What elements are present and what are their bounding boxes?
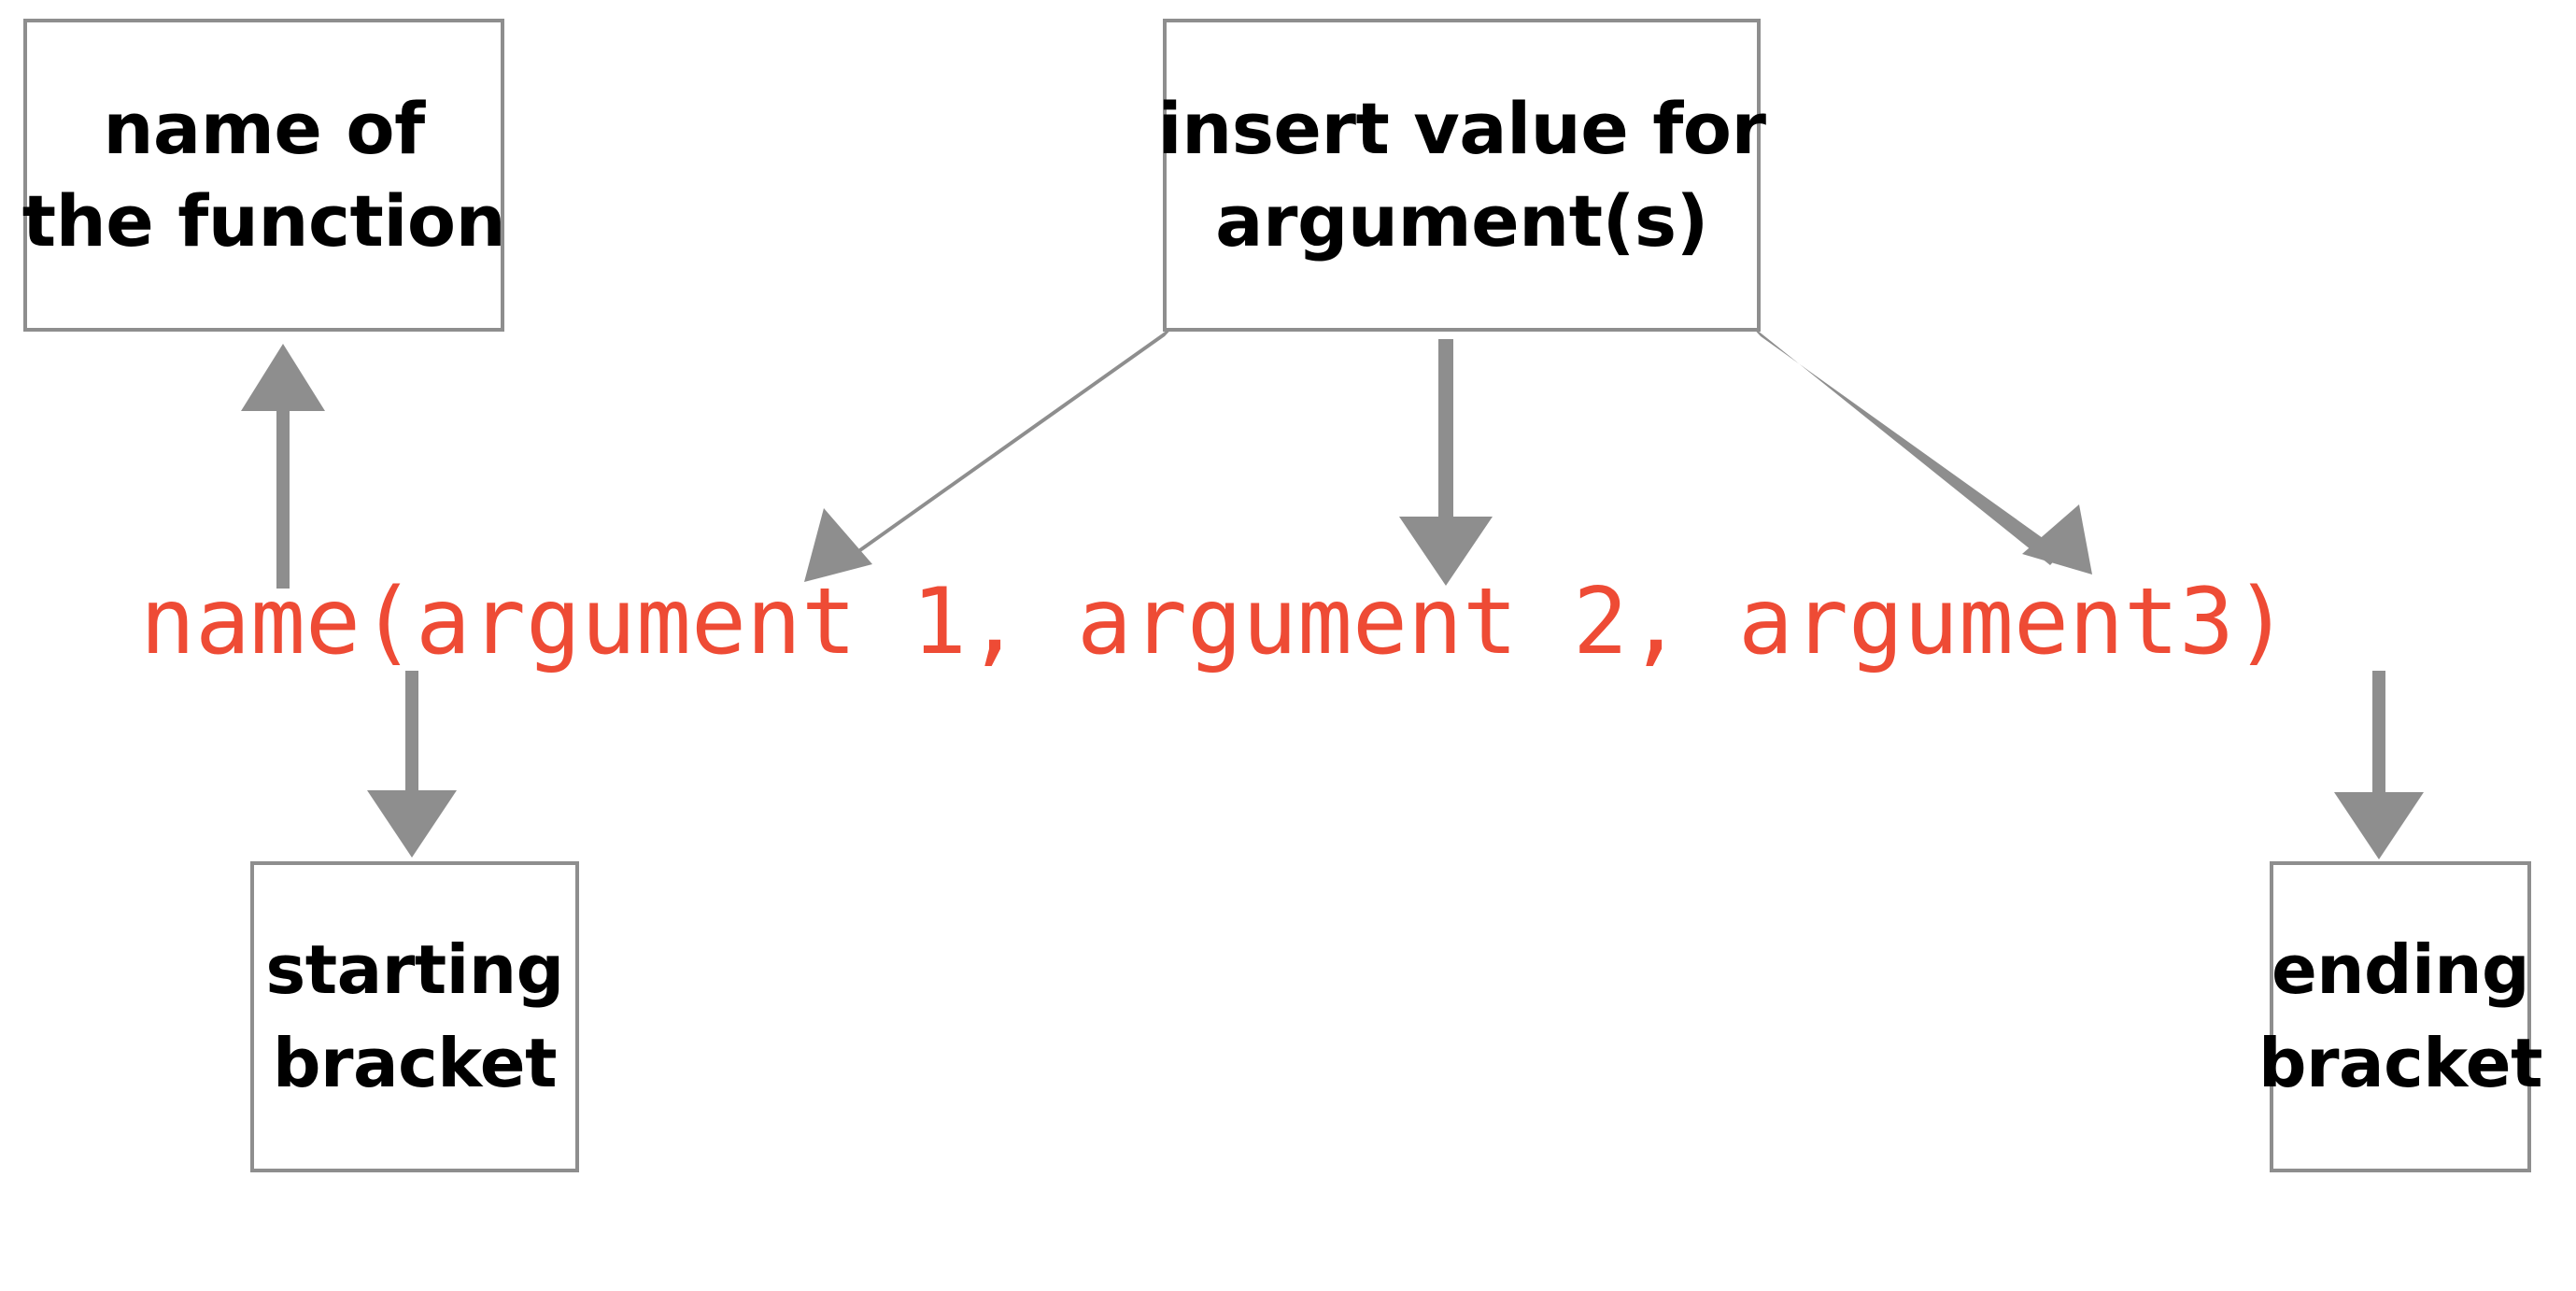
annotation-line-1: ending — [2271, 930, 2530, 1010]
annotation-box-name-of-function: name of the function — [21, 19, 506, 332]
arrow-to-starting-bracket-icon — [367, 671, 457, 858]
annotation-line-1: starting — [265, 930, 564, 1010]
annotation-box-insert-value: insert value for argument(s) — [1158, 19, 1766, 332]
arrow-to-argument-3-icon — [1748, 323, 2092, 575]
arrow-to-argument-1-icon — [804, 323, 1177, 582]
arrow-to-ending-bracket-icon — [2334, 671, 2424, 859]
annotation-line-1: name of — [103, 86, 425, 170]
annotation-line-2: bracket — [2258, 1023, 2543, 1102]
annotation-line-2: argument(s) — [1215, 178, 1708, 262]
function-call-code-line: name(argument 1, argument 2, argument3) — [140, 569, 2290, 675]
annotation-line-1: insert value for — [1157, 86, 1766, 170]
annotation-line-2: bracket — [272, 1023, 558, 1102]
arrow-to-function-name-icon — [241, 344, 325, 589]
annotation-line-2: the function — [21, 178, 506, 262]
annotation-box-starting-bracket: starting bracket — [250, 861, 579, 1172]
annotation-box-ending-bracket: ending bracket — [2258, 861, 2543, 1172]
arrow-to-argument-2-icon — [1399, 339, 1493, 586]
